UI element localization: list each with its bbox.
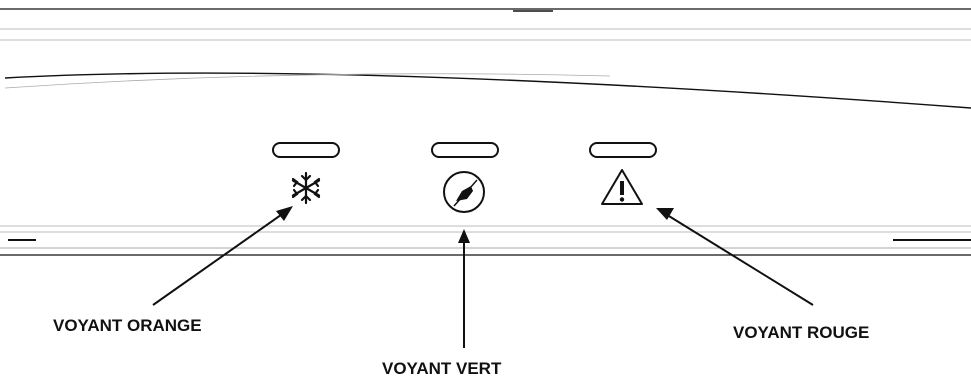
orange-lamp xyxy=(272,142,340,158)
green-lamp xyxy=(431,142,499,158)
green-arrow xyxy=(458,229,470,348)
panel-bottom-edge xyxy=(0,225,971,256)
red-lamp xyxy=(589,142,657,158)
plug-in-circle-icon xyxy=(443,171,485,213)
label-voyant-rouge: VOYANT ROUGE xyxy=(733,323,869,342)
orange-arrow xyxy=(152,206,293,306)
warning-triangle-icon xyxy=(601,169,643,205)
snowflake-icon xyxy=(291,171,321,205)
label-voyant-orange: VOYANT ORANGE xyxy=(53,316,202,335)
panel-top-edge xyxy=(0,8,971,41)
panel-curve xyxy=(4,72,971,109)
label-voyant-vert: VOYANT VERT xyxy=(382,359,502,376)
red-arrow xyxy=(656,208,814,306)
